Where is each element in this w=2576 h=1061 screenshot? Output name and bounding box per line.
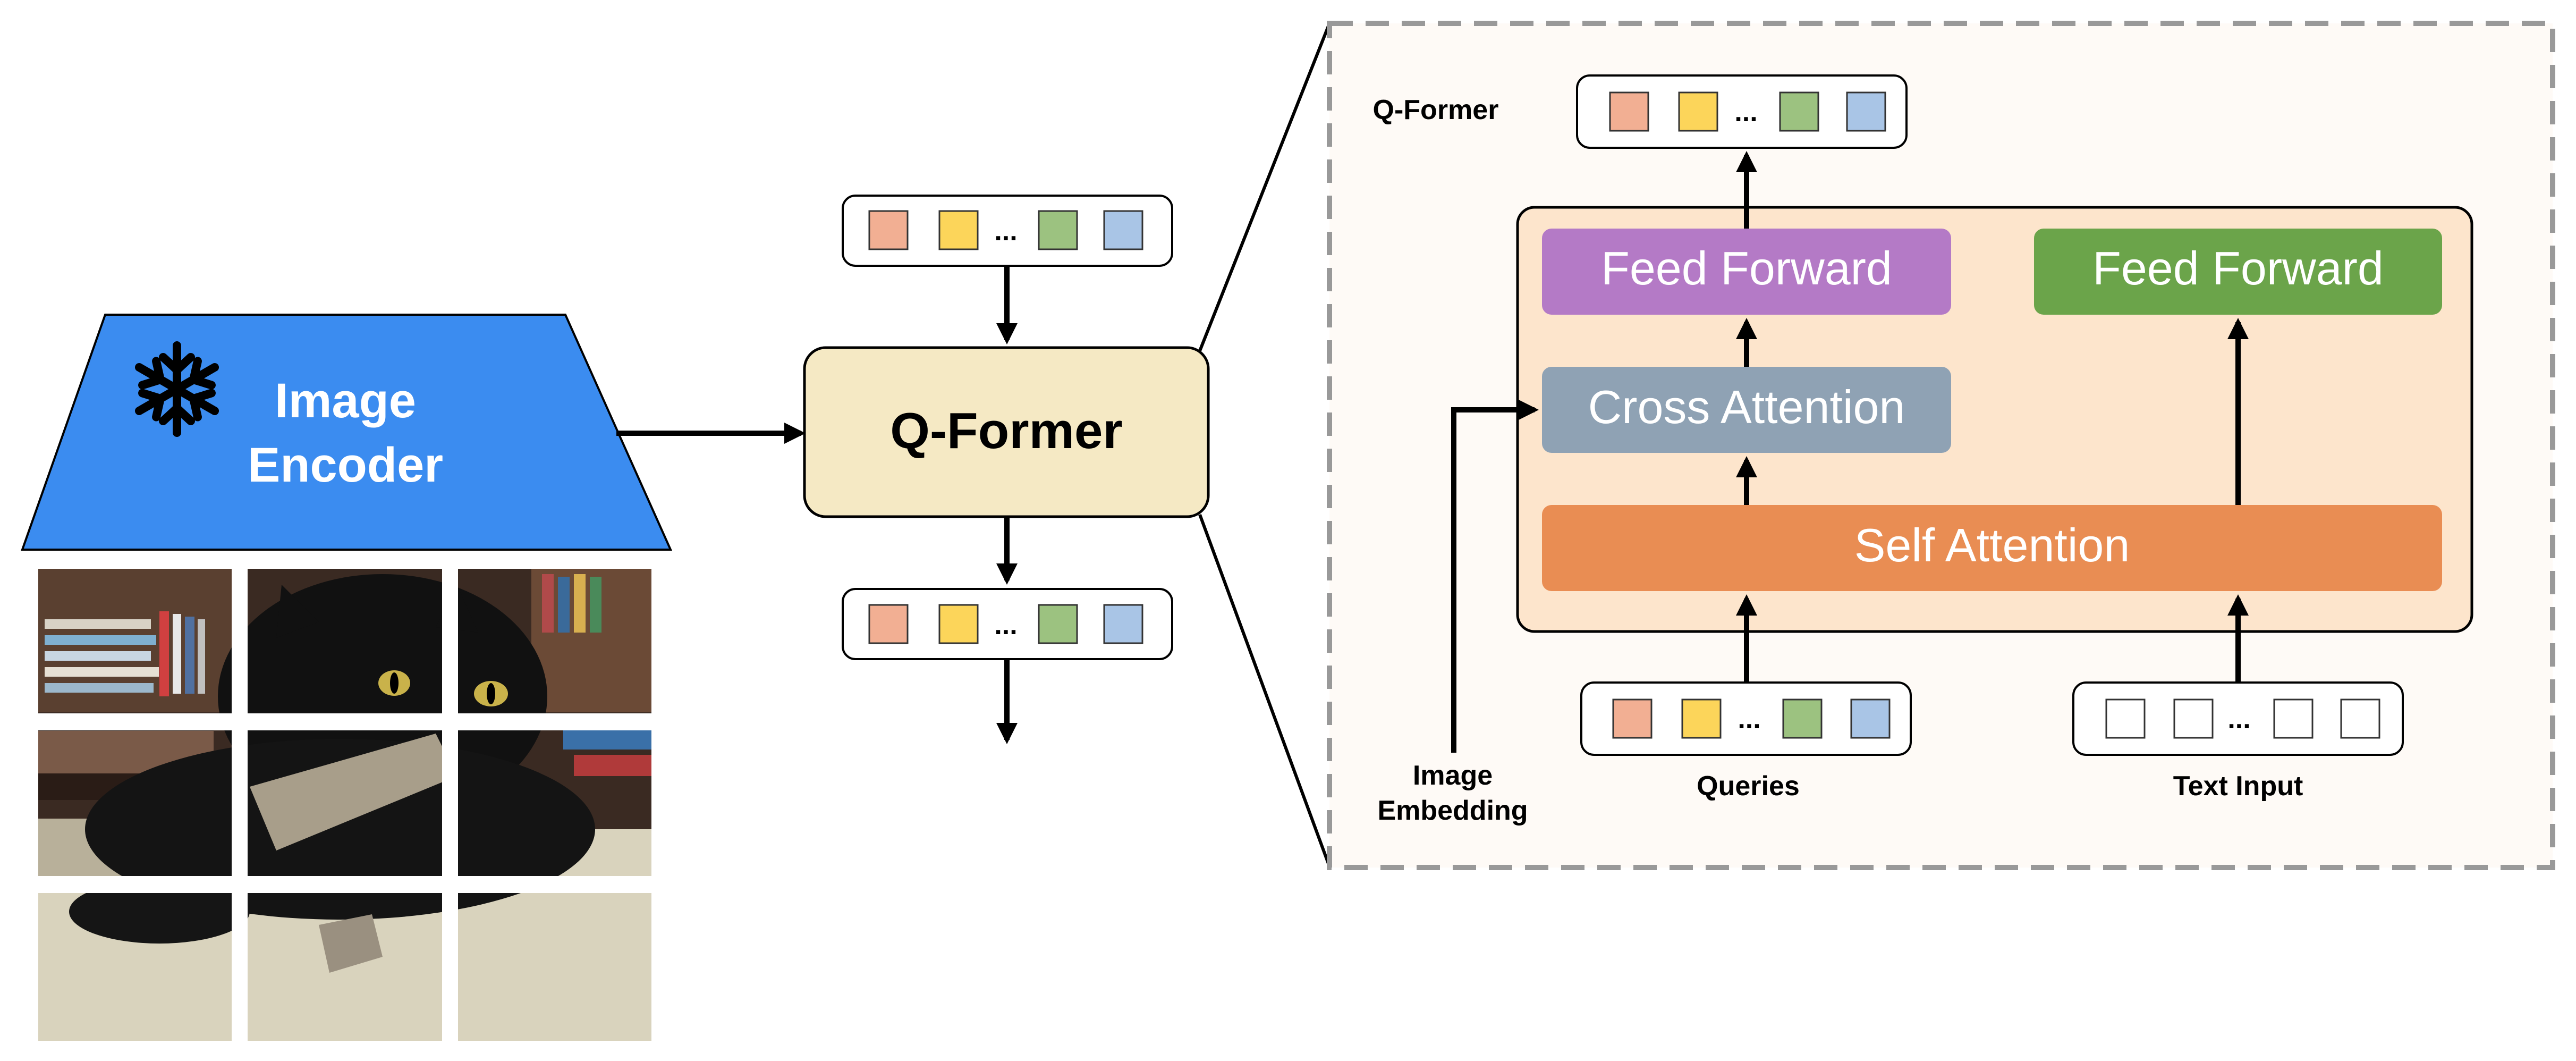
image-encoder-label-line1: Image [275, 374, 416, 428]
text-token-1 [2105, 698, 2146, 739]
token-ellipsis: ... [1738, 704, 1760, 735]
token-4 [1850, 698, 1891, 739]
feed-forward-query-label: Feed Forward [1601, 242, 1892, 294]
token-3 [1038, 210, 1078, 250]
token-2 [1678, 91, 1718, 132]
cross-attention-label: Cross Attention [1588, 381, 1905, 433]
token-1 [868, 210, 909, 250]
cross-attention-block [1542, 367, 1951, 453]
snowflake-icon [134, 341, 219, 437]
qformer-box: Q-Former [803, 346, 1210, 518]
token-1 [1612, 698, 1653, 739]
image-embedding-arrow [1451, 399, 1539, 753]
queries-tokens: ... [1580, 681, 1912, 756]
image-embedding-label-line2: Embedding [1377, 795, 1528, 826]
text-input-tokens: ... [2072, 681, 2404, 756]
token-3 [1779, 91, 1819, 132]
token-3 [1782, 698, 1823, 739]
token-ellipsis: ... [1734, 97, 1757, 128]
detail-title: Q-Former [1373, 95, 1499, 125]
text-token-2 [2173, 698, 2214, 739]
feed-forward-text-label: Feed Forward [2092, 242, 2384, 294]
token-4 [1103, 604, 1143, 644]
output-query-tokens-bottom: ... [842, 588, 1173, 660]
token-ellipsis: ... [994, 216, 1017, 247]
token-2 [938, 210, 979, 250]
image-encoder-label-line2: Encoder [248, 438, 443, 492]
image-embedding-label-line1: Image [1413, 760, 1493, 791]
text-token-3 [2273, 698, 2314, 739]
qformer-box-label: Q-Former [890, 402, 1122, 459]
token-4 [1103, 210, 1143, 250]
input-image-patches [38, 569, 651, 1041]
zoom-line-top [1198, 22, 1331, 352]
detail-output-tokens: ... [1576, 74, 1908, 149]
token-ellipsis: ... [2227, 704, 2250, 735]
token-4 [1846, 91, 1886, 132]
output-query-tokens-top: ... [842, 195, 1173, 267]
token-1 [1609, 91, 1649, 132]
token-2 [938, 604, 979, 644]
token-2 [1681, 698, 1722, 739]
image-encoder-trapezoid [21, 314, 673, 551]
token-1 [868, 604, 909, 644]
feed-forward-query-block [1542, 229, 1951, 315]
feed-forward-text-block [2034, 229, 2442, 315]
text-token-4 [2340, 698, 2380, 739]
zoom-line-bottom [1198, 513, 1331, 868]
image-encoder: Image Encoder [21, 314, 673, 551]
token-3 [1038, 604, 1078, 644]
token-ellipsis: ... [994, 610, 1017, 641]
text-input-label: Text Input [2173, 771, 2303, 802]
qformer-detail-panel: Q-Former ... Feed Forward Feed Forward C… [1327, 21, 2555, 870]
self-attention-block [1542, 505, 2442, 591]
self-attention-label: Self Attention [1854, 519, 2130, 571]
queries-label: Queries [1697, 771, 1800, 802]
